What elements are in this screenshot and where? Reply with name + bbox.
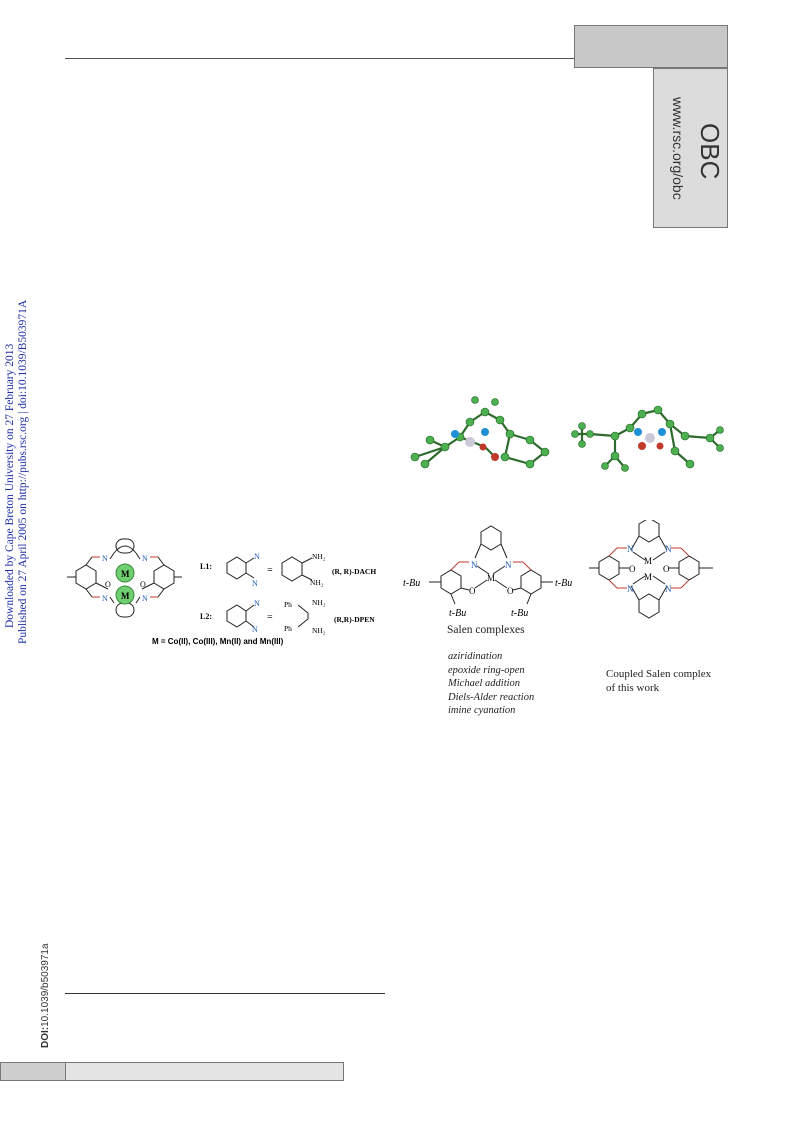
n-atom-br: N [142,594,148,603]
reaction-item: Diels-Alder reaction [448,691,535,703]
ligand2-ph-bottom: Ph [284,624,292,633]
header-rule [65,58,575,59]
ligand1-name: (R, R)-DACH [332,567,376,576]
metal-label-top: M [121,569,130,579]
ligand2-ph-top: Ph [284,600,292,609]
salen-o-left: O [469,586,476,596]
ligand2-tag: L2: [200,612,212,621]
ligand1-nh2-bottom: NH₂ [310,578,324,587]
salen-tbu-bottom-right: t-Bu [511,608,528,619]
n-atom-tl: N [102,554,108,563]
ligand2-name: (R,R)-DPEN [334,615,375,624]
ligand1-n-bottom: N [252,579,258,588]
salen-n-right: N [505,560,512,570]
footer-page-box [0,1062,66,1081]
coupled-caption-line1: Coupled Salen complex [606,668,712,680]
o-atom-left: O [105,580,111,589]
crystal-structure-right [571,405,724,472]
salen-title: Salen complexes [447,624,525,636]
reaction-list: aziridination epoxide ring-open Michael … [448,650,534,718]
reaction-item: epoxide ring-open [448,664,525,676]
journal-url: www.rsc.org/obc [670,97,686,200]
ligand2-n-top: N [254,599,260,608]
journal-box: OBC www.rsc.org/obc [653,68,728,228]
salen-tbu-left: t-Bu [403,578,420,589]
salen-tbu-bottom-left: t-Bu [449,608,466,619]
coupled-n-br: N [665,584,672,594]
doi-prefix: DOI: [40,1026,51,1048]
coupled-n-tr: N [665,544,672,554]
coupled-metal-top: M [644,556,652,566]
n-atom-bl: N [102,594,108,603]
ligand1-n-top: N [254,552,260,561]
ligand1-eq: = [267,565,273,576]
journal-abbrev: OBC [695,123,725,180]
metals-caption: M = Co(II), Co(III), Mn(II) and Mn(III) [152,637,284,646]
crystal-structure-left [410,396,550,469]
ligand2-n-bottom: N [252,625,258,634]
metal-label-bottom: M [121,591,130,601]
header-tab [574,25,728,68]
salen-tbu-right: t-Bu [555,578,572,589]
reaction-item: aziridination [448,651,503,662]
coupled-n-bl: N [627,584,634,594]
coupled-n-tl: N [627,544,634,554]
coupled-caption: Coupled Salen complex of this work [606,667,711,695]
reaction-item: Michael addition [448,678,521,689]
salen-o-right: O [507,586,514,596]
ligand1-nh2-top: NH₂ [312,552,326,561]
ligand2-eq: = [267,612,273,623]
coupled-metal-bottom: M [644,572,652,582]
ligand2-nh2-top: NH₂ [312,598,326,607]
download-notice: Downloaded by Cape Breton University on … [4,343,16,628]
salen-n-left: N [471,560,478,570]
n-atom-tr: N [142,554,148,563]
coupled-o-left: O [629,564,636,574]
salen-scheme: t-Bu t-Bu t-Bu t-Bu N N O O M N N N N O … [403,520,713,619]
doi-label: DOI:10.1039/b503971a [40,943,51,1048]
ligand2-nh2-bottom: NH₂ [312,626,326,635]
reaction-item: imine cyanation [448,705,516,716]
footer-bar [65,1062,344,1081]
salen-metal: M [487,573,495,583]
doi-value: 10.1039/b503971a [40,943,51,1027]
o-atom-right: O [140,580,146,589]
footnote-rule [65,993,385,994]
ligand1-tag: L1: [200,562,212,571]
coupled-caption-line2: of this work [606,682,660,694]
coupled-o-right: O [663,564,670,574]
macrocycle-figure: M M N N N N O O L1: N N = NH₂ NH₂ (R, R)… [67,538,376,646]
publication-notice: Published on 27 April 2005 on http://pub… [17,299,29,644]
